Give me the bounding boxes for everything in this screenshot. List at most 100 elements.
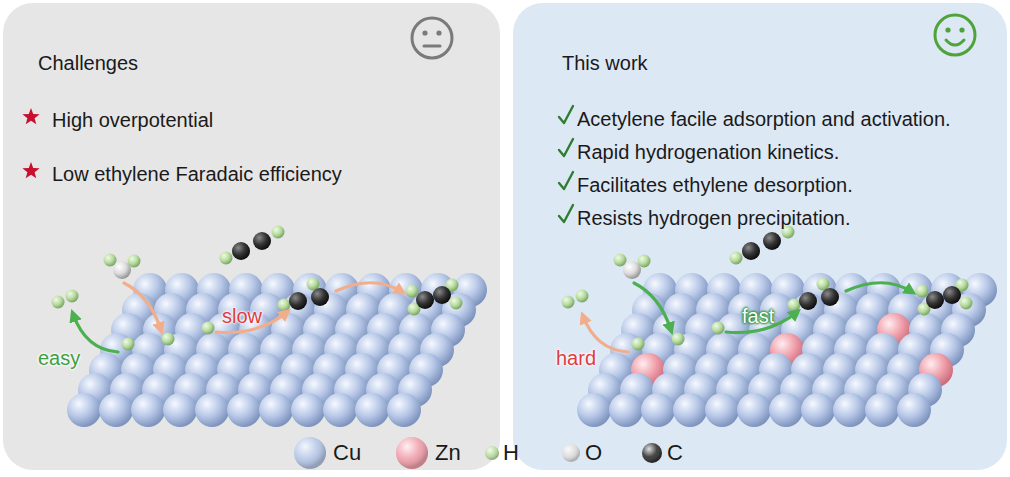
cu-atom (769, 393, 803, 427)
check-mark (559, 106, 573, 123)
carbon-atom (232, 242, 250, 260)
star-bullet (22, 108, 39, 124)
legend-label: Zn (435, 440, 461, 466)
cu-atom (99, 393, 133, 427)
rate-label: hard (556, 346, 596, 370)
carbon-atom (311, 288, 329, 306)
cu-atom (609, 393, 643, 427)
oxygen-atom (113, 261, 131, 279)
hydrogen-atom (278, 299, 291, 312)
bullet-text: High overpotential (52, 108, 213, 132)
hydrogen-atom (788, 299, 801, 312)
swatch-shine (562, 444, 580, 462)
legend-swatch-box (560, 442, 582, 464)
check-mark (559, 205, 573, 222)
hydrogen-atom (272, 226, 285, 239)
rate-label: slow (222, 304, 262, 328)
legend-label: C (667, 440, 683, 466)
carbon-atom (763, 232, 781, 250)
legend-label: Cu (333, 440, 361, 466)
legend-swatch-box (483, 444, 501, 462)
cu-atom (195, 393, 229, 427)
carbon-atom (821, 288, 839, 306)
hydrogen-atom (576, 290, 589, 303)
legend-swatch (562, 444, 580, 462)
legend-swatch-box (640, 441, 664, 465)
hydrogen-atom (66, 290, 79, 303)
carbon-atom (799, 292, 817, 310)
hydrogen-atom (916, 285, 929, 298)
hydrogen-atom (672, 333, 685, 346)
hydrogen-atom (162, 333, 175, 346)
bullet-text: Resists hydrogen precipitation. (577, 206, 850, 230)
hydrogen-atom (960, 297, 973, 310)
hydrogen-atom (782, 226, 795, 239)
swatch-shine (294, 437, 326, 469)
cu-atom (577, 393, 611, 427)
hydrogen-atom (104, 254, 117, 267)
legend-swatch (294, 437, 326, 469)
cu-atom (323, 393, 357, 427)
rate-label: fast (742, 304, 774, 328)
check-mark (559, 139, 573, 156)
panel-heading: This work (562, 51, 648, 75)
hydrogen-atom (562, 296, 575, 309)
reaction-arrow (336, 283, 402, 292)
reaction-arrow (583, 316, 628, 352)
reaction-arrow (73, 314, 118, 352)
cu-atom (641, 393, 675, 427)
cu-atom (227, 393, 261, 427)
check-mark (559, 172, 573, 189)
hydrogen-atom (122, 338, 135, 351)
cu-atom (833, 393, 867, 427)
carbon-atom (416, 291, 434, 309)
legend-swatch-box (394, 435, 430, 471)
neutral-face-icon (412, 18, 452, 58)
legend-swatch-box (292, 435, 328, 471)
cu-atom (865, 393, 899, 427)
hydrogen-atom (52, 296, 65, 309)
legend-label: O (585, 440, 602, 466)
cu-atom (355, 393, 389, 427)
smiley-face-icon (935, 15, 975, 55)
reaction-arrow (634, 283, 671, 330)
cu-atom (387, 393, 421, 427)
reaction-arrow (124, 283, 161, 330)
bullet-text: Facilitates ethylene desorption. (577, 173, 853, 197)
hydrogen-atom (730, 252, 743, 265)
legend-label: H (503, 440, 519, 466)
carbon-atom (433, 286, 451, 304)
hydrogen-atom (614, 254, 627, 267)
star-bullet (22, 162, 39, 178)
carbon-atom (943, 286, 961, 304)
hydrogen-atom (712, 322, 725, 335)
hydrogen-atom (202, 322, 215, 335)
metal-slab (577, 273, 997, 427)
carbon-atom (253, 232, 271, 250)
cu-atom (897, 393, 931, 427)
swatch-shine (396, 437, 428, 469)
cu-atom (673, 393, 707, 427)
reaction-arrow (846, 283, 912, 292)
cu-atom (705, 393, 739, 427)
cu-atom (737, 393, 771, 427)
metal-slab (67, 273, 487, 427)
panel-heading: Challenges (38, 51, 138, 75)
bullet-text: Rapid hydrogenation kinetics. (577, 140, 839, 164)
bullet-text: Low ethylene Faradaic efficiency (52, 162, 342, 186)
cu-atom (801, 393, 835, 427)
oxygen-atom (623, 261, 641, 279)
rate-label: easy (38, 346, 80, 370)
carbon-atom (289, 292, 307, 310)
hydrogen-atom (632, 338, 645, 351)
swatch-shine (485, 446, 499, 460)
carbon-atom (926, 291, 944, 309)
legend-swatch (396, 437, 428, 469)
legend-swatch (642, 443, 662, 463)
cu-atom (131, 393, 165, 427)
cu-atom (291, 393, 325, 427)
carbon-atom (742, 242, 760, 260)
swatch-shine (642, 443, 662, 463)
hydrogen-atom (220, 252, 233, 265)
